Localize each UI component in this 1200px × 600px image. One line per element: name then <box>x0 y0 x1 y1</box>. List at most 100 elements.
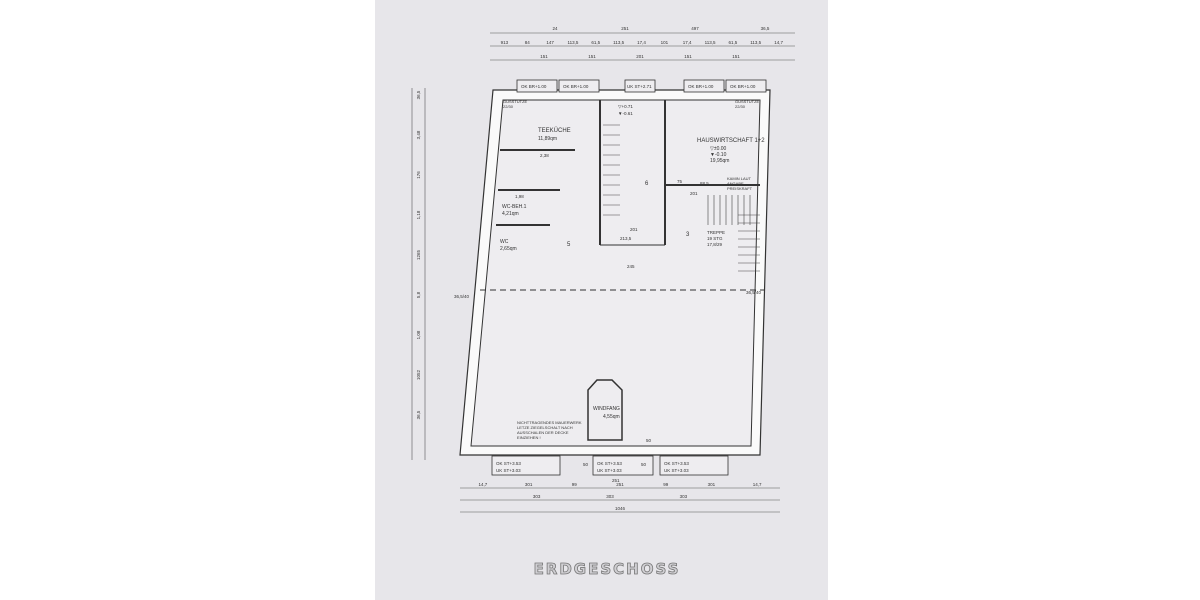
dimension-total: 1046 <box>615 506 626 511</box>
room-number: 3 <box>686 232 690 238</box>
dimension-label: 301 <box>525 482 533 487</box>
window-label: UK ST+3.03 <box>496 468 521 473</box>
window-label: UK ST+3.03 <box>597 468 622 473</box>
level-mark: ▼-0.10 <box>710 152 727 158</box>
room-number: 6 <box>645 181 649 187</box>
dimension-label: 245 <box>627 264 635 269</box>
dimension-label: 1,98 <box>515 194 524 199</box>
level-mark: ▼-0.61 <box>618 111 633 116</box>
room-area-windfang: 4,55qm <box>603 414 620 420</box>
dimension-label: 50 <box>641 462 647 467</box>
room-name-wc: WC <box>500 239 509 245</box>
kamin-label: KAMIN LAUT <box>727 176 752 181</box>
dimension-label: 99 <box>663 482 669 487</box>
stair-right <box>707 195 760 272</box>
room-area-wc: 2,65qm <box>500 246 517 252</box>
dimension-lines-bottom <box>460 487 780 513</box>
stair-label: TREPPE <box>707 230 725 235</box>
dimension-label: 201 <box>636 54 644 59</box>
dimension-label: 113,5 <box>750 40 761 45</box>
dimension-label: 50 <box>646 438 652 443</box>
window-label: OK ST+3.53 <box>597 461 622 466</box>
level-mark: ▽±0.00 <box>710 146 727 152</box>
kamin-label: PREISKRAFT <box>727 186 753 191</box>
dimension-label: 151 <box>732 54 740 59</box>
room-area-teekueche: 11,89qm <box>538 136 557 142</box>
dimension-label: 88,5 <box>700 181 709 186</box>
kamin-label: ANGABE <box>727 181 744 186</box>
window-label: OK ST+3.53 <box>496 461 521 466</box>
dimension-label: 913 <box>501 40 509 45</box>
dimension-label: 84 <box>525 40 531 45</box>
dimension-label: 251 <box>612 478 620 483</box>
dimension-lines-top <box>490 32 795 61</box>
dimension-label: 61,5 <box>591 40 600 45</box>
window-label: OK BR+1.00 <box>521 84 547 89</box>
dimension-label: 113,5 <box>705 40 716 45</box>
dimension-label: 147 <box>546 40 554 45</box>
room-name-wc-beh: WC-BEH.1 <box>502 204 527 210</box>
level-mark: ▽+0.71 <box>618 104 633 109</box>
dimension-label: 50 <box>583 462 589 467</box>
lintel-label: 36,5/40 <box>746 290 762 295</box>
dimension-label: 75 <box>677 179 683 184</box>
room-area-wc-beh: 4,21qm <box>502 211 519 217</box>
dimension-label: 36,5 <box>416 90 421 99</box>
dimension-label: 303 <box>606 494 614 499</box>
dimension-label: 3,48 <box>416 130 421 139</box>
dimension-label: 24 <box>552 26 558 31</box>
window-label: UK ST+3.03 <box>664 468 689 473</box>
dimension-label: 1052 <box>416 369 421 380</box>
partitions <box>480 100 765 291</box>
dimension-label: 36,5 <box>761 26 770 31</box>
dimension-label: 151 <box>588 54 596 59</box>
note-line: EINZIEHEN ! <box>517 435 541 440</box>
stair-center <box>603 124 620 216</box>
dimension-label: 1,08 <box>416 330 421 339</box>
windfang-enclosure <box>587 379 623 441</box>
lintel-label: 36,5/40 <box>454 294 470 299</box>
column-label: 22/30 <box>503 104 514 109</box>
dimension-label: 301 <box>708 482 716 487</box>
dimension-label: 5,8 <box>416 291 421 298</box>
stair-label: 19 STG <box>707 236 723 241</box>
dimension-label: 303 <box>680 494 688 499</box>
window-label: OK BR+1.00 <box>563 84 589 89</box>
window-label: OK ST+3.53 <box>664 461 689 466</box>
column-label: 22/30 <box>735 104 746 109</box>
dimension-label: 17,4 <box>683 40 692 45</box>
dimension-label: 36,5 <box>416 410 421 419</box>
dimension-lines-left <box>411 88 426 460</box>
note-line: AUSSCHALEN DER DECKE <box>517 430 569 435</box>
dimension-label: 101 <box>661 40 669 45</box>
dimension-label: 99 <box>572 482 578 487</box>
dimension-label: 113,5 <box>567 40 578 45</box>
dimension-label: 14,7 <box>478 482 487 487</box>
window-label: OK BR+1.00 <box>730 84 756 89</box>
dimension-label: 176 <box>416 171 421 179</box>
dimension-label: 17,4 <box>637 40 646 45</box>
dimension-label: 251 <box>621 26 629 31</box>
dimension-label: 14,7 <box>753 482 762 487</box>
dimension-label: 151 <box>684 54 692 59</box>
room-name-hauswirtschaft: HAUSWIRTSCHAFT 1+2 <box>697 138 765 144</box>
room-number: 5 <box>567 242 571 248</box>
dimension-label: 1,18 <box>416 210 421 219</box>
dimension-label: 151 <box>540 54 548 59</box>
dimension-label: 113,5 <box>613 40 624 45</box>
room-name-teekueche: TEEKÜCHE <box>538 127 571 134</box>
dimension-label: 497 <box>691 26 699 31</box>
note-line: LETZE ZIEGELSCHALT NACH <box>517 425 573 430</box>
column-label: GUSSTÜTZE <box>503 99 528 104</box>
note-line: NICHTTRAGENDES MAUERWERK <box>517 420 582 425</box>
window-label: UK ST+2.71 <box>627 84 652 89</box>
window-label: OK BR+1.00 <box>688 84 714 89</box>
dimension-label: 2,38 <box>540 153 549 158</box>
dimension-label: 61,5 <box>729 40 738 45</box>
dimension-label: 213,5 <box>620 236 632 241</box>
windows-bottom <box>491 455 729 476</box>
stair-label: 17,8/29 <box>707 242 723 247</box>
inner-floor <box>470 99 761 447</box>
dimension-label: 251 <box>616 482 624 487</box>
